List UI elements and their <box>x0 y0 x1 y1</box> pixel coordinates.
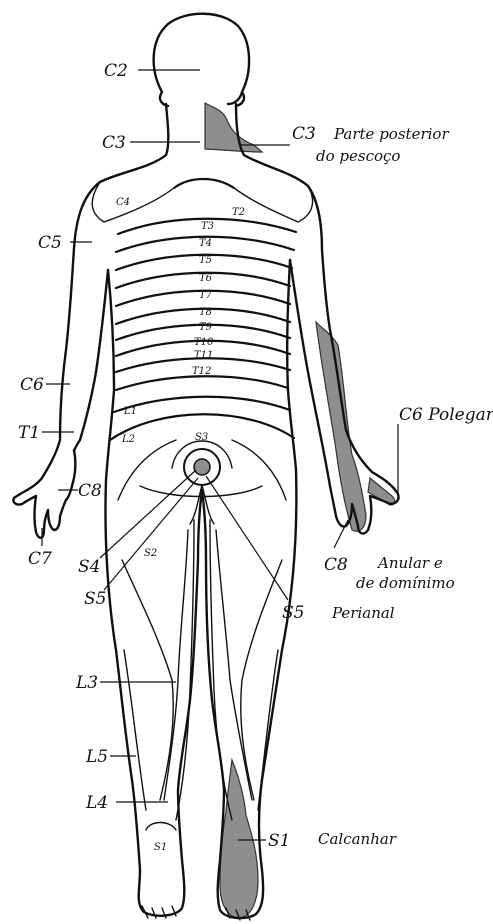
label-s5-left: S5 <box>84 589 106 609</box>
gluteal-left <box>118 440 176 500</box>
label-c6-right: C6 Polegar <box>399 405 493 425</box>
band-t2 <box>174 179 234 188</box>
label-t11: T11 <box>194 350 213 361</box>
label-c7: C7 <box>28 549 52 569</box>
label-s1-right: S1 <box>268 831 290 851</box>
head-outline <box>154 14 249 104</box>
label-c3-note-2: do pescoço <box>316 147 400 165</box>
left-arm-outline <box>13 182 100 505</box>
band-l1 <box>114 397 290 412</box>
leg-line-6 <box>241 560 282 800</box>
leg-line-8 <box>258 650 278 810</box>
anus-shade <box>194 459 210 475</box>
s1-heel-shade <box>220 760 258 918</box>
label-s3: S3 <box>195 432 208 443</box>
band-t12 <box>116 376 288 390</box>
label-c5: C5 <box>38 233 62 253</box>
label-anular-1: Anular e <box>376 554 443 572</box>
label-s5-right: S5 <box>282 603 304 623</box>
label-l4: L4 <box>85 793 108 813</box>
label-t2: T2 <box>232 207 245 218</box>
left-hand-fingers <box>35 450 76 538</box>
left-arm-inner <box>74 270 108 452</box>
label-t4: T4 <box>199 238 212 249</box>
label-c3-right: C3 <box>292 124 316 144</box>
label-t7: T7 <box>199 290 213 301</box>
s5-left-leader <box>104 478 198 590</box>
torso-left-side <box>106 270 114 480</box>
label-s1-heel: S1 <box>154 842 167 853</box>
label-c6-left: C6 <box>20 375 44 395</box>
label-t3: T3 <box>201 221 214 232</box>
leg-line-7 <box>124 650 146 810</box>
s4-leader <box>100 470 196 558</box>
c3-c4-boundary <box>92 182 174 222</box>
label-calcanhar: Calcanhar <box>318 830 397 848</box>
label-t12: T12 <box>192 366 211 377</box>
s5-right-leader <box>206 476 288 600</box>
label-s2: S2 <box>144 548 157 559</box>
c8-arm-shade <box>316 322 366 531</box>
label-perianal: Perianal <box>331 604 395 622</box>
label-l3: L3 <box>75 673 98 693</box>
label-t6: T6 <box>199 273 213 284</box>
heel-left <box>146 823 176 831</box>
label-c4: C4 <box>116 197 130 208</box>
label-c3-note-1: Parte posterior <box>333 125 449 143</box>
label-l2: L2 <box>121 434 135 445</box>
label-c2: C2 <box>104 61 128 81</box>
label-l1: L1 <box>123 406 137 417</box>
gluteal-right <box>232 440 286 500</box>
label-t9: T9 <box>199 322 213 333</box>
shoulder-line-right <box>234 186 313 222</box>
label-t10: T10 <box>194 337 214 348</box>
label-t8: T8 <box>199 307 212 318</box>
label-anular-2: de domínimo <box>356 574 455 592</box>
label-t1: T1 <box>18 423 40 443</box>
label-t5: T5 <box>199 255 212 266</box>
label-l5: L5 <box>85 747 108 767</box>
label-s4: S4 <box>78 557 100 577</box>
label-c8-right: C8 <box>324 555 348 575</box>
label-c3-left: C3 <box>102 133 126 153</box>
label-c8-left: C8 <box>78 481 102 501</box>
